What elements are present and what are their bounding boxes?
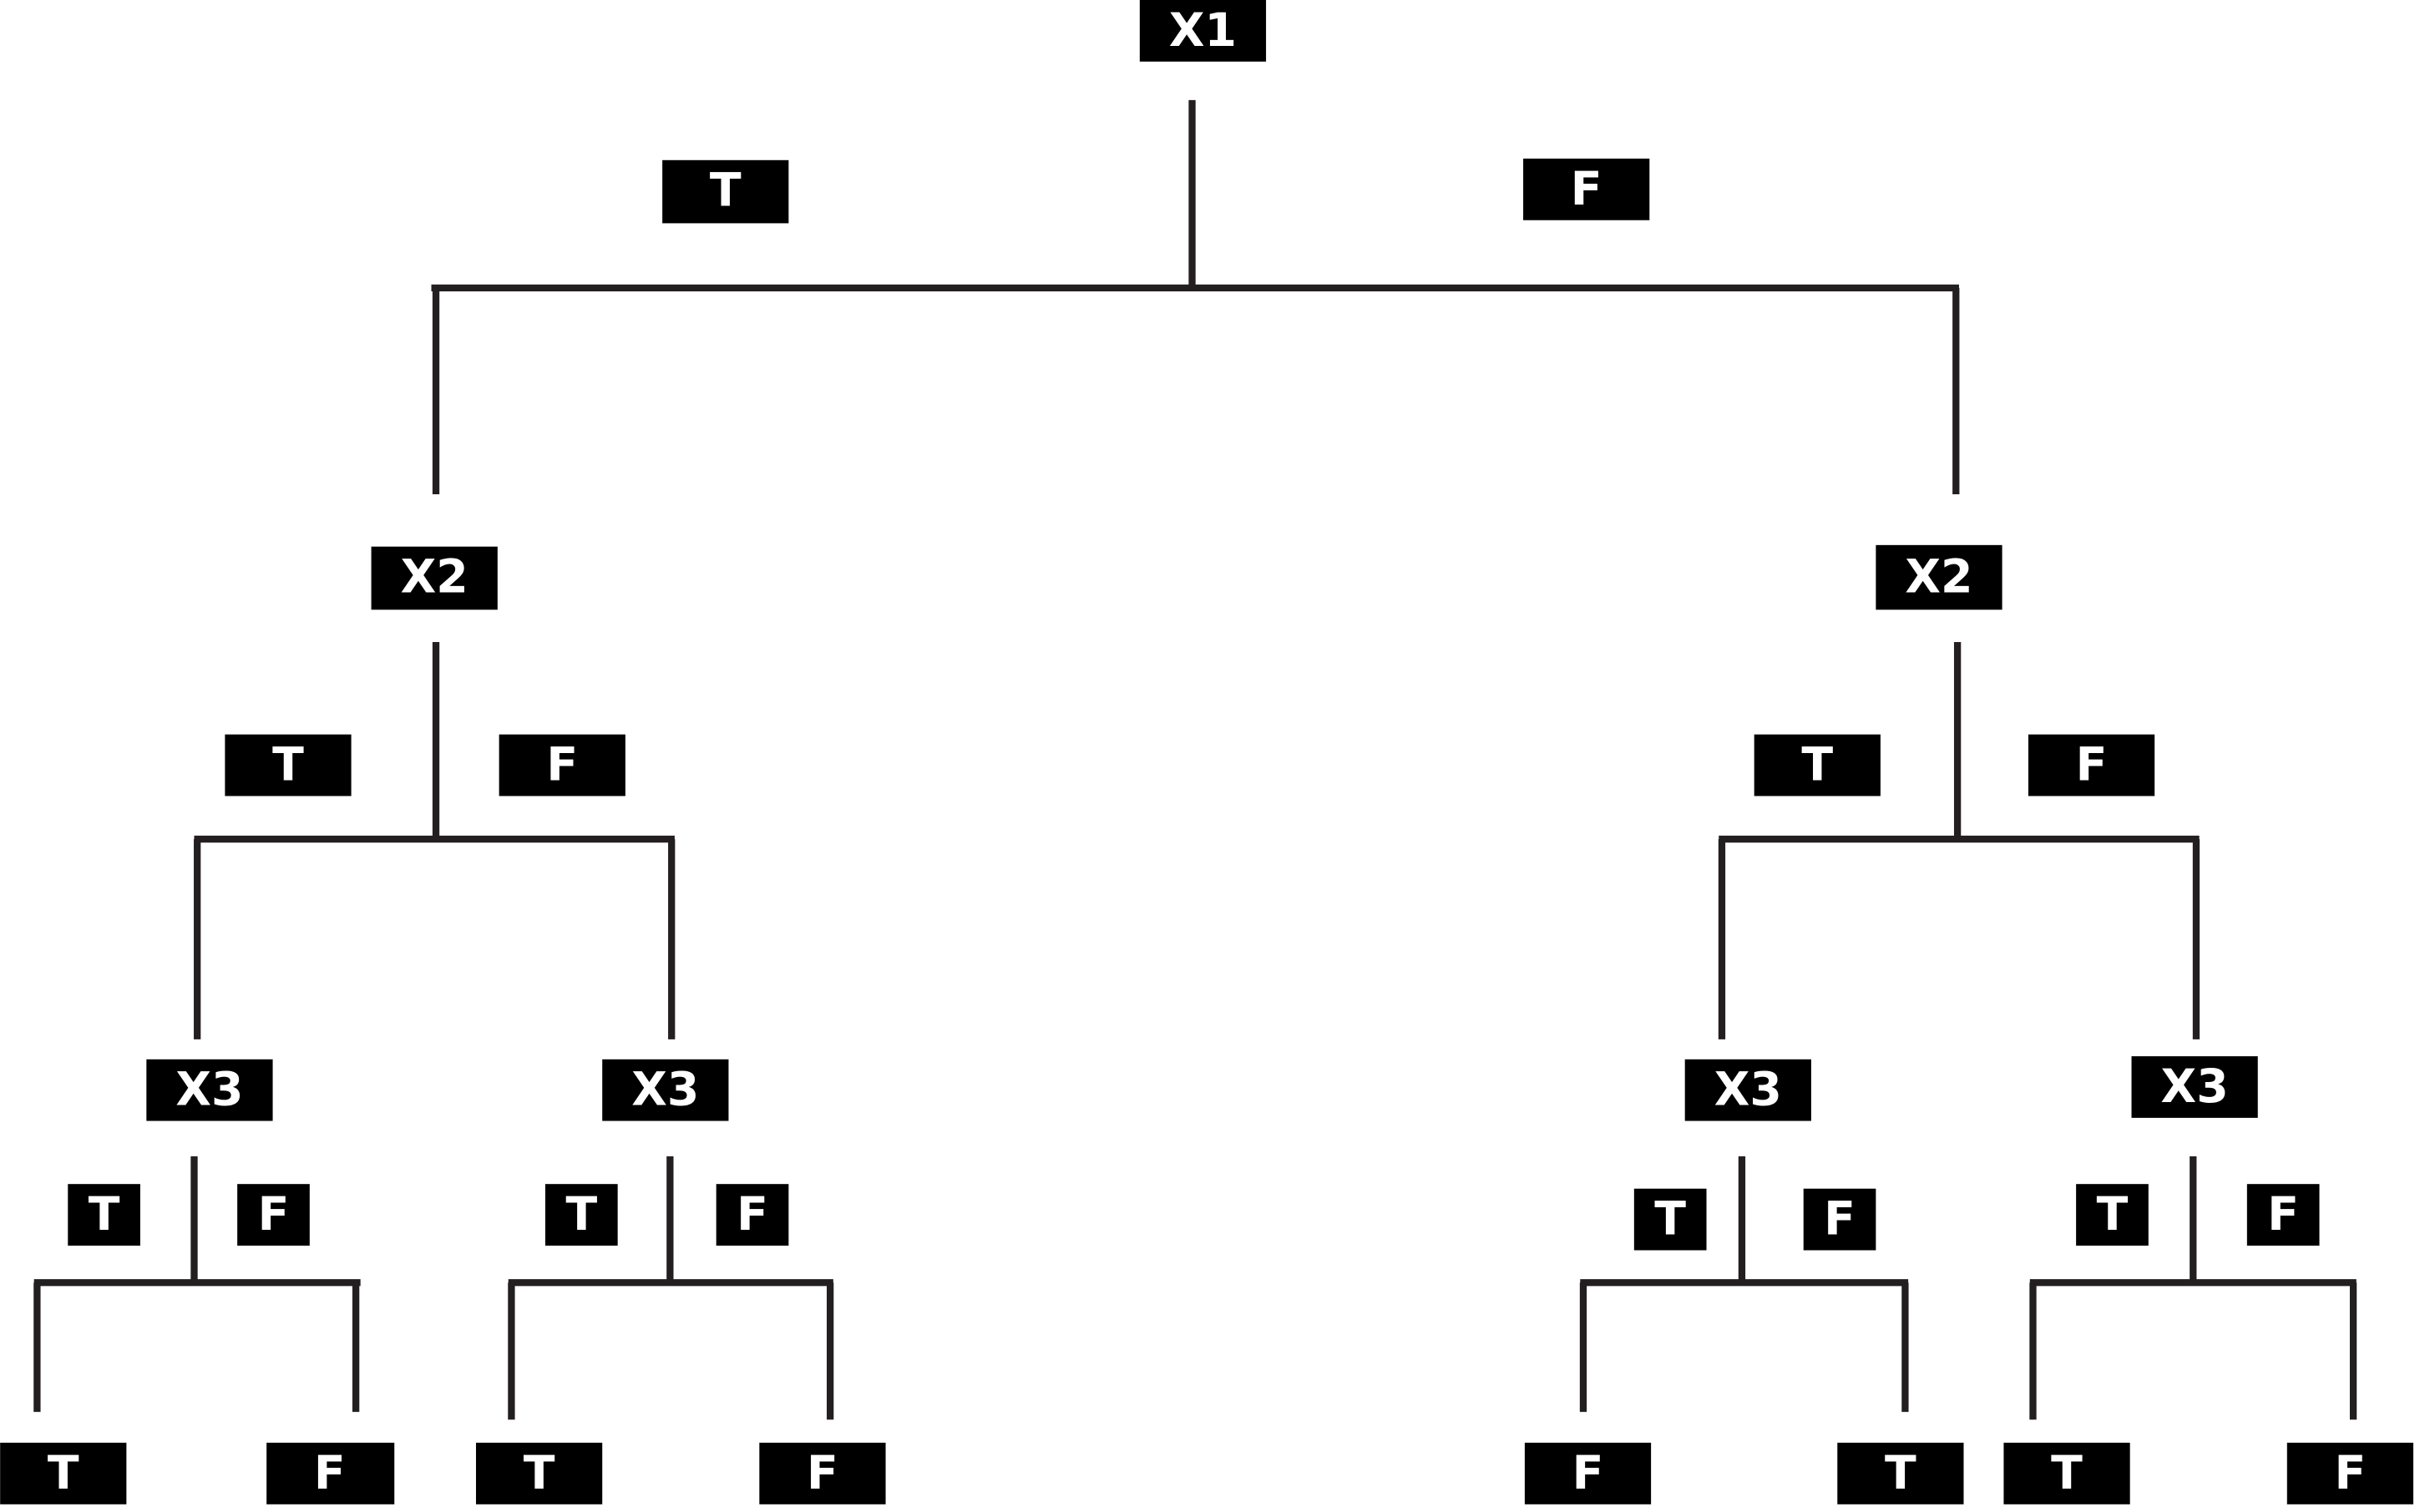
svg-text:X3: X3: [175, 1064, 243, 1117]
right-x2-connector: [1718, 642, 2200, 1039]
svg-text:X3: X3: [2161, 1060, 2229, 1114]
edge-label-true: T: [1754, 734, 1881, 796]
x3-1-connector: [33, 1155, 361, 1413]
svg-text:F: F: [737, 1188, 768, 1241]
svg-text:T: T: [710, 164, 742, 218]
node-x2-right: X2: [1876, 544, 2002, 610]
edge-label-true: T: [1633, 1188, 1707, 1251]
svg-text:F: F: [314, 1447, 346, 1500]
svg-text:T: T: [48, 1447, 79, 1500]
node-x3: X3: [2131, 1056, 2258, 1118]
leaf: T: [0, 1443, 127, 1504]
node-x3: X3: [602, 1059, 729, 1121]
edge-label-false: F: [716, 1184, 789, 1246]
edge-label-true: T: [544, 1184, 618, 1246]
svg-text:X3: X3: [631, 1064, 699, 1117]
svg-text:T: T: [524, 1447, 555, 1500]
edge-label-false: F: [1803, 1188, 1876, 1251]
root-connector: [431, 99, 1960, 494]
svg-text:F: F: [2076, 739, 2108, 792]
svg-text:T: T: [1885, 1447, 1916, 1500]
x3-3-connector: [1579, 1155, 1909, 1413]
leaf: T: [1837, 1443, 1964, 1504]
svg-text:T: T: [2051, 1447, 2083, 1500]
left-x2-connector: [194, 642, 676, 1039]
svg-text:X3: X3: [1714, 1064, 1782, 1117]
svg-text:F: F: [258, 1188, 290, 1241]
svg-text:F: F: [1824, 1193, 1856, 1247]
x3-2-connector: [508, 1155, 834, 1420]
x3-4-connector: [2029, 1155, 2357, 1420]
svg-text:T: T: [565, 1188, 597, 1241]
leaf: F: [266, 1443, 395, 1504]
node-x3: X3: [146, 1059, 273, 1121]
node-x1: X1: [1139, 0, 1267, 62]
svg-text:F: F: [807, 1447, 838, 1500]
connectors: [33, 99, 2357, 1420]
edge-label-true: T: [2076, 1184, 2149, 1246]
leaf: T: [476, 1443, 603, 1504]
leaf: T: [2003, 1443, 2130, 1504]
svg-text:X2: X2: [401, 551, 468, 604]
svg-text:F: F: [546, 739, 578, 792]
svg-text:T: T: [89, 1188, 120, 1241]
svg-text:F: F: [2267, 1188, 2299, 1241]
leaf: F: [759, 1443, 886, 1504]
edge-label-true: T: [662, 159, 789, 224]
leaf: F: [2286, 1443, 2414, 1504]
node-x2-left: X2: [371, 546, 498, 610]
svg-text:F: F: [1571, 163, 1602, 216]
edge-label-true: T: [225, 734, 352, 796]
edge-label-false: F: [2246, 1184, 2320, 1246]
edge-label-false: F: [237, 1184, 310, 1246]
leaf: F: [1524, 1443, 1652, 1504]
svg-text:X2: X2: [1905, 551, 1972, 604]
edge-label-true: T: [68, 1184, 140, 1246]
svg-text:F: F: [1572, 1447, 1604, 1500]
svg-text:T: T: [2097, 1188, 2129, 1241]
svg-text:T: T: [1654, 1193, 1686, 1247]
svg-text:X1: X1: [1169, 4, 1237, 58]
svg-text:T: T: [1801, 739, 1833, 792]
svg-text:F: F: [2334, 1447, 2366, 1500]
edge-label-false: F: [1523, 158, 1650, 220]
edge-label-false: F: [2028, 734, 2155, 796]
svg-text:T: T: [272, 739, 304, 792]
node-x3: X3: [1684, 1059, 1811, 1121]
edge-label-false: F: [499, 734, 625, 796]
